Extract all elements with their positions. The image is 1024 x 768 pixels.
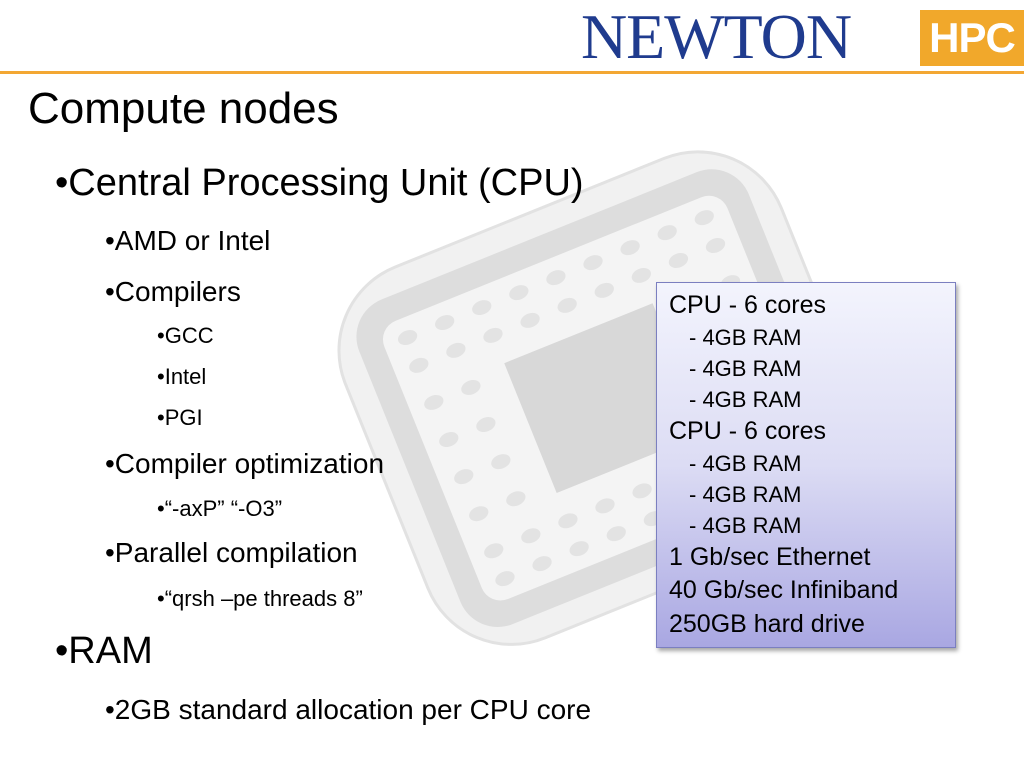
chip-pin bbox=[521, 528, 541, 544]
bullet-compiler-optimization: •Compiler optimization bbox=[105, 448, 385, 479]
bullet-ram: •RAM bbox=[55, 630, 153, 672]
bullet-pgi: •PGI bbox=[157, 405, 203, 430]
newton-hpc-logo: NEWTON HPC bbox=[512, 4, 1024, 70]
header-rule bbox=[0, 71, 1024, 74]
chip-pin bbox=[594, 282, 614, 298]
bullet-gcc: •GCC bbox=[157, 323, 214, 348]
spec-ram-line: - 4GB RAM bbox=[689, 387, 802, 412]
chip-pin bbox=[409, 357, 429, 373]
chip-pin bbox=[620, 240, 640, 256]
slide-title: Compute nodes bbox=[28, 84, 339, 133]
chip-pin bbox=[484, 543, 504, 559]
chip-pin bbox=[454, 469, 474, 485]
chip-pin bbox=[472, 300, 492, 316]
chip-pin bbox=[469, 506, 489, 522]
chip-die bbox=[504, 303, 706, 493]
chip-pin bbox=[606, 526, 626, 542]
chip-pin bbox=[569, 541, 589, 557]
chip-pin bbox=[694, 210, 714, 226]
spec-ram-line: - 4GB RAM bbox=[689, 482, 802, 507]
logo-wordmark: NEWTON bbox=[580, 1, 852, 72]
bullet-intel: •Intel bbox=[157, 364, 207, 389]
spec-cpu-2: CPU - 6 cores bbox=[669, 417, 826, 445]
bullet-optimization-flags: •“-axP” “-O3” bbox=[157, 496, 283, 521]
spec-ram-line: - 4GB RAM bbox=[689, 451, 802, 476]
chip-pin bbox=[520, 312, 540, 328]
chip-pin bbox=[546, 270, 566, 286]
chip-pin bbox=[632, 483, 652, 499]
spec-hard-drive: 250GB hard drive bbox=[669, 610, 865, 638]
chip-pin bbox=[558, 513, 578, 529]
node-spec-box: CPU - 6 cores - 4GB RAM - 4GB RAM - 4GB … bbox=[656, 282, 956, 648]
chip-pin bbox=[397, 330, 418, 346]
chip-pin bbox=[495, 571, 515, 587]
logo-hpc-badge: HPC bbox=[920, 10, 1024, 66]
chip-pin bbox=[657, 225, 677, 241]
spec-cpu-1: CPU - 6 cores bbox=[669, 291, 826, 319]
chip-pin bbox=[439, 432, 459, 448]
chip-pin bbox=[583, 255, 603, 271]
bullet-cpu: •Central Processing Unit (CPU) bbox=[55, 162, 584, 204]
chip-pin bbox=[532, 556, 552, 572]
bullet-compilers: •Compilers bbox=[105, 276, 241, 307]
spec-ram-line: - 4GB RAM bbox=[689, 325, 802, 350]
chip-pin bbox=[668, 252, 689, 268]
chip-pin bbox=[631, 267, 651, 283]
chip-pin bbox=[557, 297, 577, 313]
chip-pin bbox=[509, 285, 529, 301]
chip-pin bbox=[491, 454, 511, 470]
chip-pin bbox=[705, 237, 726, 253]
chip-pin bbox=[483, 327, 503, 343]
chip-pin bbox=[446, 342, 466, 358]
spec-ram-line: - 4GB RAM bbox=[689, 356, 802, 381]
bullet-qrsh-command: •“qrsh –pe threads 8” bbox=[157, 586, 363, 611]
chip-pin bbox=[461, 379, 481, 395]
bullet-ram-allocation: •2GB standard allocation per CPU core bbox=[105, 694, 592, 725]
chip-pin bbox=[506, 491, 526, 507]
chip-pin bbox=[476, 417, 496, 433]
bullet-list: •Central Processing Unit (CPU) •AMD or I… bbox=[55, 162, 592, 725]
spec-infiniband: 40 Gb/sec Infiniband bbox=[669, 576, 899, 604]
chip-pin bbox=[435, 315, 455, 331]
bullet-amd-intel: •AMD or Intel bbox=[105, 225, 271, 256]
spec-ram-line: - 4GB RAM bbox=[689, 513, 802, 538]
chip-pin bbox=[595, 498, 615, 514]
bullet-parallel-compilation: •Parallel compilation bbox=[105, 537, 358, 568]
spec-ethernet: 1 Gb/sec Ethernet bbox=[669, 543, 871, 571]
chip-pin bbox=[424, 394, 444, 410]
